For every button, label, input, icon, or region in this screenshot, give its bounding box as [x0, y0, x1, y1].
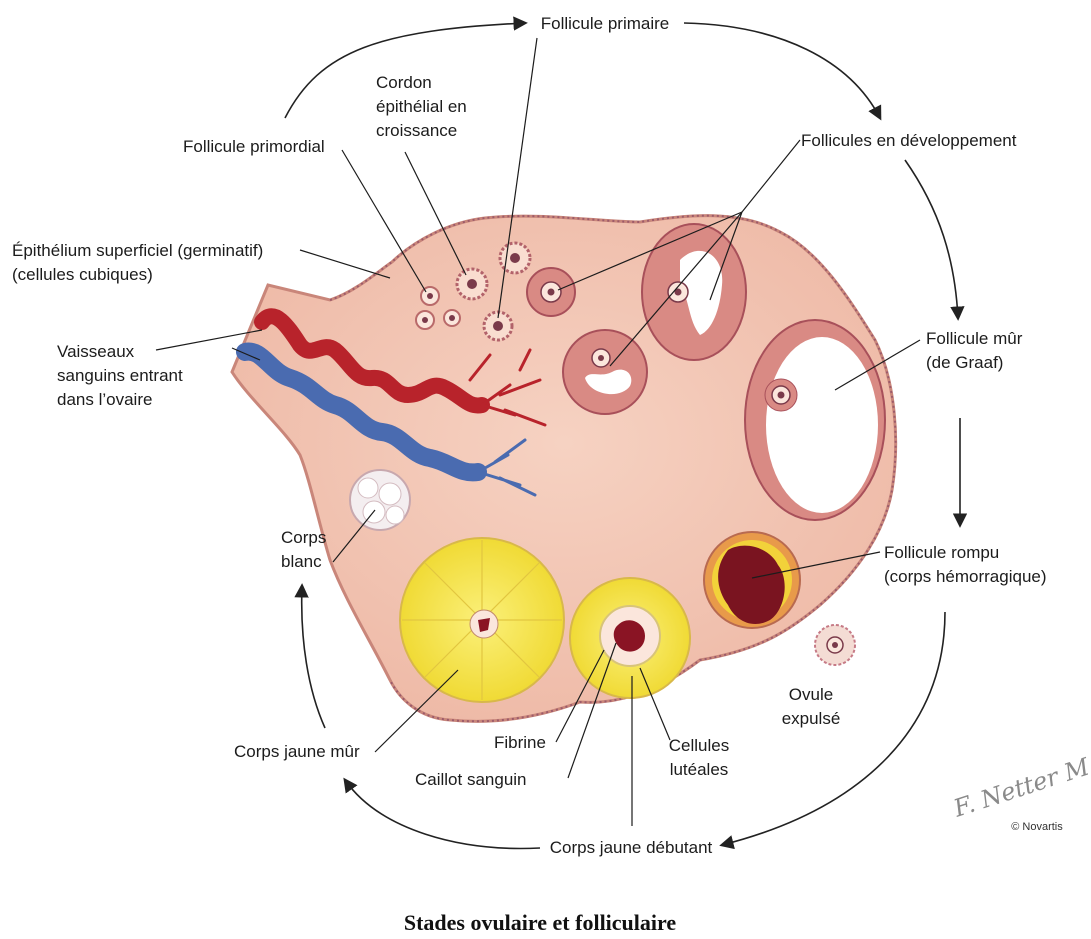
label-cordon-line3: croissance	[376, 121, 457, 140]
corpus-luteum-mature	[400, 538, 564, 702]
label-vaisseaux-line2: sanguins entrant	[57, 366, 183, 385]
copyright-notice: © Novartis	[1011, 821, 1063, 833]
label-ovule-line1: Ovule	[789, 685, 833, 704]
label-corps-jaune-debutant: Corps jaune débutant	[550, 838, 713, 857]
label-vaisseaux-line3: dans l’ovaire	[57, 390, 152, 409]
arrow-early-cl-to-mature-cl	[345, 780, 540, 848]
diagram-title: Stades ovulaire et folliculaire	[404, 910, 677, 935]
corpus-hemorrhagicum	[704, 532, 800, 628]
developing-follicle-small	[527, 268, 575, 316]
ovary	[232, 216, 896, 722]
label-cellules-line1: Cellules	[669, 736, 729, 755]
label-follicule-primaire: Follicule primaire	[541, 14, 669, 33]
label-ovule-line2: expulsé	[782, 709, 841, 728]
arrow-mature-cl-to-albicans	[302, 586, 325, 728]
graafian-follicle	[745, 320, 885, 520]
label-caillot-sanguin: Caillot sanguin	[415, 770, 527, 789]
label-follicule-mur-line1: Follicule mûr	[926, 329, 1023, 348]
corpus-albicans	[350, 470, 410, 530]
developing-follicle-medium	[563, 330, 647, 414]
label-cordon-line2: épithélial en	[376, 97, 467, 116]
label-vaisseaux-line1: Vaisseaux	[57, 342, 135, 361]
label-cellules-line2: lutéales	[670, 760, 729, 779]
label-corps-jaune-mur: Corps jaune mûr	[234, 742, 360, 761]
label-follicule-rompu-line2: (corps hémorragique)	[884, 567, 1047, 586]
arrow-primary-to-developing	[684, 23, 880, 118]
label-cordon-line1: Cordon	[376, 73, 432, 92]
label-follicule-primordial: Follicule primordial	[183, 137, 325, 156]
label-epithelium-line1: Épithélium superficiel (germinatif)	[12, 241, 263, 260]
label-follicule-mur-line2: (de Graaf)	[926, 353, 1003, 372]
label-epithelium-line2: (cellules cubiques)	[12, 265, 153, 284]
label-corps-blanc-line1: Corps	[281, 528, 326, 547]
label-fibrine: Fibrine	[494, 733, 546, 752]
label-follicule-rompu-line1: Follicule rompu	[884, 543, 999, 562]
arrow-developing-to-mature	[905, 160, 958, 318]
label-follicules-developpement: Follicules en développement	[801, 131, 1017, 150]
expelled-ovum	[815, 625, 855, 665]
label-corps-blanc-line2: blanc	[281, 552, 322, 571]
artist-signature: F. Netter M.D.	[949, 742, 1091, 823]
